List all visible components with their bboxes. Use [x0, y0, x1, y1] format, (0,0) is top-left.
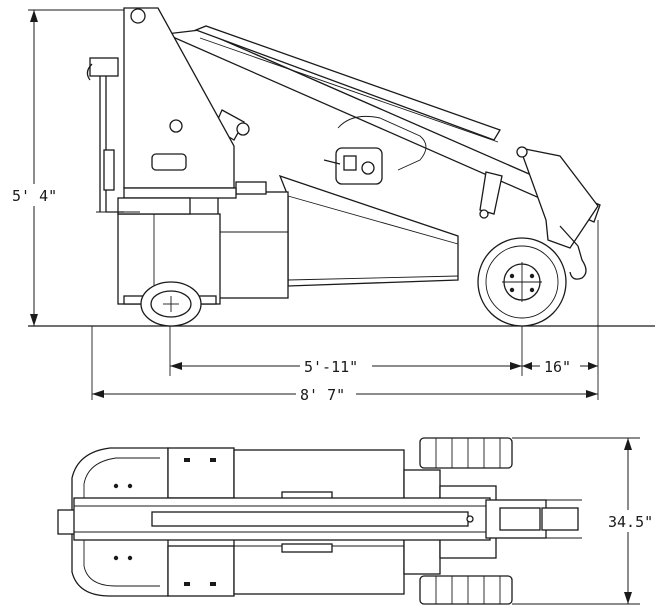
front-wheel [477, 237, 567, 327]
overall-length-label: 8' 7" [300, 386, 345, 404]
top-view: 34.5" [57, 437, 662, 605]
control-handle [86, 57, 140, 213]
front-wheel-bottom [419, 575, 513, 605]
rear-stub [57, 509, 77, 535]
overhang-dimension: 16" [522, 355, 598, 377]
height-dimension: 5' 4" [10, 9, 124, 326]
mast [117, 7, 237, 215]
boom-tip-hook [479, 146, 599, 280]
front-wheel-top [419, 437, 513, 469]
battery-box [217, 191, 289, 299]
height-label: 5' 4" [12, 187, 57, 205]
chassis [278, 174, 459, 287]
wheelbase-dimension: 5'-11" [170, 355, 522, 377]
boom-fork [485, 499, 582, 539]
rear-wheel [140, 281, 202, 327]
side-view: 5' 4" 5'-11" 16" 8' 7" [10, 7, 655, 405]
overhang-label: 16" [544, 358, 571, 376]
right-pod [167, 545, 235, 597]
left-pod [167, 447, 235, 499]
width-dimension: 34.5" [512, 437, 662, 605]
overall-length-dimension: 8' 7" [92, 383, 598, 405]
boom-top [73, 497, 491, 541]
width-label: 34.5" [608, 513, 653, 531]
wheelbase-label: 5'-11" [304, 358, 358, 376]
